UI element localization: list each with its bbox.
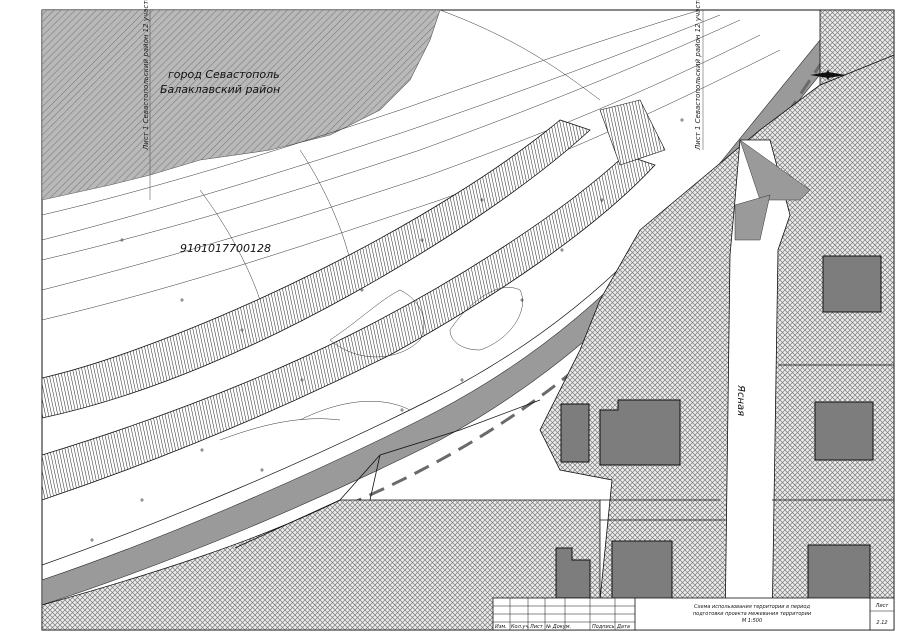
tb-col-izm: Изм. bbox=[495, 624, 507, 630]
region-label-line1: город Севастополь bbox=[168, 68, 280, 81]
tb-sheet-number: 2.12 bbox=[876, 620, 887, 626]
north-arrow-icon bbox=[810, 69, 846, 81]
tb-sheet-header: Лист bbox=[875, 603, 890, 609]
slope-band-upper bbox=[42, 119, 591, 419]
buildings bbox=[555, 255, 882, 606]
building bbox=[807, 544, 871, 606]
building bbox=[599, 399, 681, 466]
tb-col-podpis: Подпись bbox=[592, 624, 615, 630]
survey-points bbox=[90, 118, 684, 542]
building bbox=[822, 255, 882, 313]
tb-col-list: Лист bbox=[529, 624, 544, 630]
tb-title-line1: Схема использования территории в период bbox=[694, 604, 810, 610]
building bbox=[611, 540, 673, 600]
street-name: Ясная bbox=[735, 384, 746, 416]
street-yasnaya bbox=[724, 139, 791, 630]
region-label-line2: Балаклавский район bbox=[160, 83, 280, 96]
side-caption-left: Лист 1 Севастопольский район 12 участок … bbox=[142, 0, 150, 151]
tb-col-data: Дата bbox=[616, 624, 630, 630]
tb-scale: М 1:500 bbox=[742, 618, 762, 624]
parcel-number: 9101017700128 bbox=[180, 242, 271, 255]
tb-col-dokum: № Докум. bbox=[545, 624, 571, 630]
contour-lines bbox=[42, 10, 781, 321]
building bbox=[560, 403, 590, 463]
slope-band-lower bbox=[42, 154, 656, 501]
title-block: Изм. Кол.уч. Лист № Докум. Подпись Дата … bbox=[492, 597, 895, 631]
building bbox=[814, 401, 874, 461]
side-caption-right: Лист 1 Севастопольский район 12 участок … bbox=[694, 0, 702, 151]
tb-title-line2: подготовки проекта межевания территории bbox=[693, 611, 812, 617]
tb-col-koluch: Кол.уч. bbox=[511, 624, 530, 630]
